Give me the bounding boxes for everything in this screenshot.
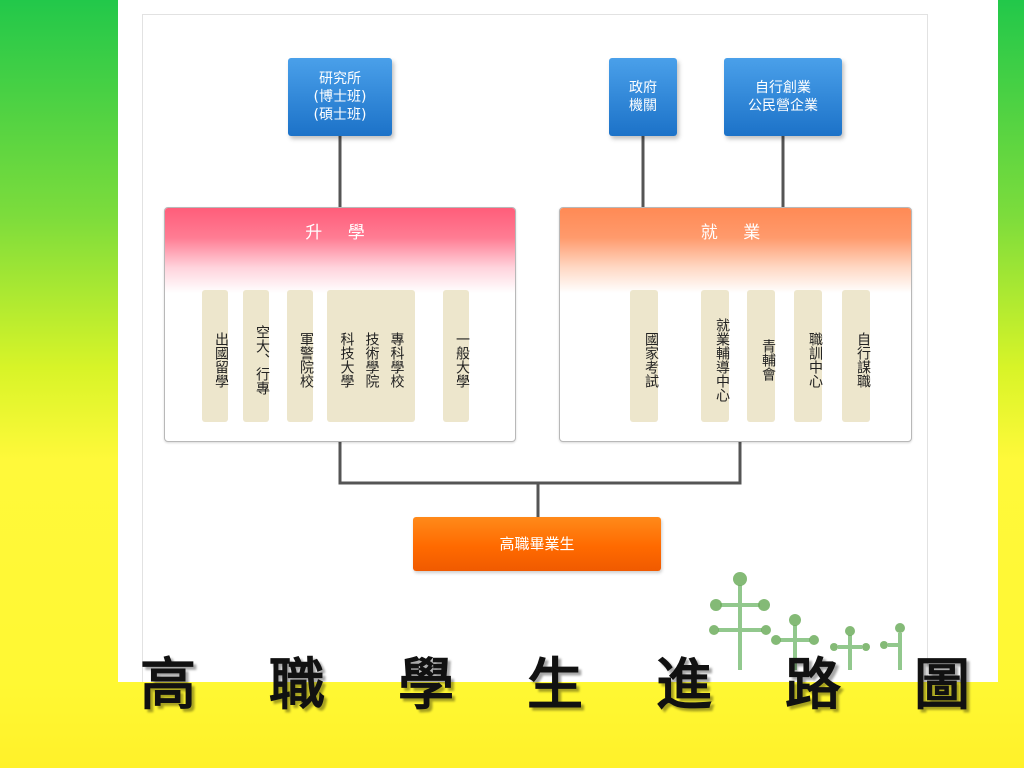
slide-title-char-1: 高 — [140, 652, 196, 718]
pill-general-university: 一般大學 — [443, 290, 470, 422]
slide-title-char-7: 圖 — [914, 652, 970, 718]
node-self-employed-line1: 自行創業 — [755, 80, 811, 96]
pill-open-university: 空大、行專 — [243, 290, 270, 422]
node-self-employed: 自行創業 公民營企業 — [724, 58, 842, 136]
pill-tech-institute: 技術學院 — [363, 332, 380, 388]
pill-youth-council: 青輔會 — [747, 290, 776, 422]
node-graduate-school-line3: (碩士班) — [313, 107, 367, 123]
node-graduate-school: 研究所 (博士班) (碩士班) — [288, 58, 392, 136]
pill-junior-college: 專科學校 — [388, 332, 405, 388]
pill-training-center: 職訓中心 — [794, 290, 823, 422]
slide-title: 高 職 學 生 進 路 圖 — [140, 640, 970, 721]
plant-decoration-icon — [709, 572, 905, 670]
slide-title-char-2: 職 — [269, 652, 325, 718]
pill-colleges: 專科學校 技術學院 科技大學 — [327, 290, 415, 422]
group-employment: 就 業 國家考試 就業輔導中心 青輔會 職訓中心 自行謀職 — [559, 207, 912, 442]
connector-groups-join — [338, 440, 742, 485]
pill-national-exam: 國家考試 — [630, 290, 659, 422]
slide-title-char-6: 路 — [785, 652, 841, 718]
node-vocational-graduate: 高職畢業生 — [413, 517, 661, 571]
node-self-employed-line2: 公民營企業 — [748, 98, 818, 114]
group-further-study-title: 升 學 — [165, 208, 515, 293]
pill-employment-center: 就業輔導中心 — [701, 290, 730, 422]
pill-study-abroad: 出國留學 — [202, 290, 229, 422]
node-graduate-school-line1: 研究所 — [319, 71, 361, 87]
pill-self-job: 自行謀職 — [842, 290, 871, 422]
node-government-line1: 政府 — [629, 80, 657, 96]
node-government-line2: 機關 — [629, 98, 657, 114]
slide-title-char-3: 學 — [398, 652, 454, 718]
pill-military-police: 軍警院校 — [287, 290, 314, 422]
group-further-study: 升 學 出國留學 空大、行專 軍警院校 專科學校 技術學院 科技大學 一般大學 — [164, 207, 516, 442]
node-government: 政府 機關 — [609, 58, 677, 136]
pill-tech-university: 科技大學 — [338, 332, 355, 388]
slide-title-char-4: 生 — [527, 652, 583, 718]
slide-title-char-5: 進 — [656, 652, 712, 718]
bottom-strip — [0, 682, 1024, 768]
group-employment-title: 就 業 — [560, 208, 911, 293]
node-graduate-school-line2: (博士班) — [313, 89, 367, 105]
